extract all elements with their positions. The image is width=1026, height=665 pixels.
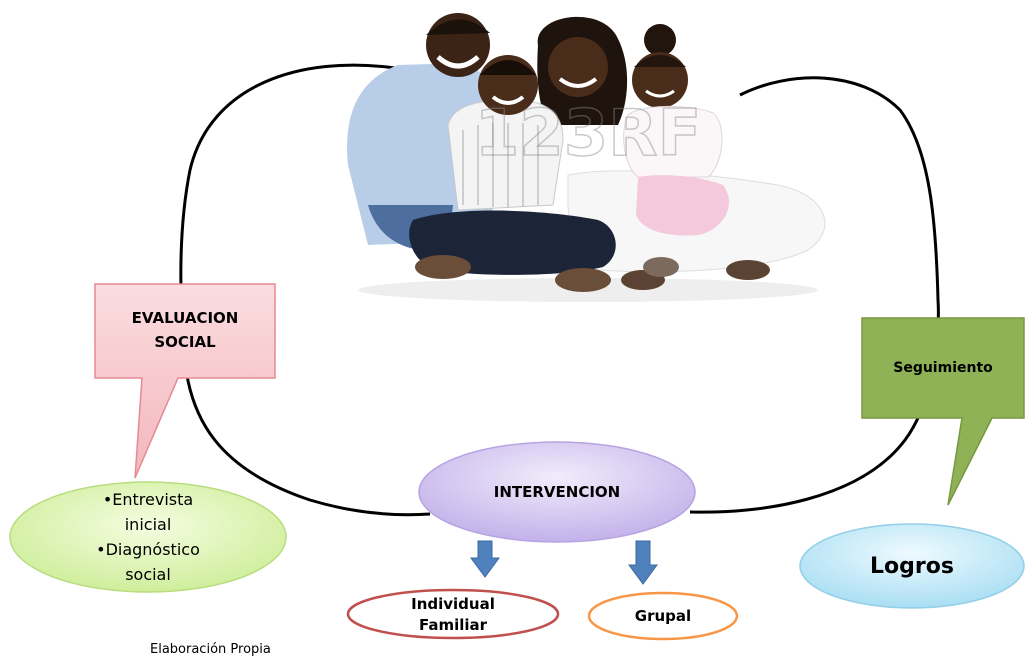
arrow-down-individual xyxy=(470,540,500,578)
intervencion-ellipse xyxy=(418,441,696,543)
seguimiento-text: Seguimiento xyxy=(893,360,993,376)
evaluacion-social-label: EVALUACION SOCIAL xyxy=(95,296,275,364)
familiar-text: Familiar xyxy=(418,616,488,634)
individual-familiar-label: Individual Familiar xyxy=(350,593,556,637)
entrevista-line2: inicial xyxy=(124,515,172,534)
grupal-text: Grupal xyxy=(634,607,692,625)
seguimiento-label: Seguimiento xyxy=(862,338,1024,398)
intervencion-text: INTERVENCION xyxy=(493,483,621,501)
individual-familiar-ellipse xyxy=(346,588,560,640)
evaluacion-items-ellipse xyxy=(9,481,287,593)
grupal-ellipse xyxy=(587,591,739,641)
evaluacion-line1: EVALUACION xyxy=(131,309,239,327)
boy-figure xyxy=(409,55,616,292)
seguimiento-callout-shape xyxy=(861,317,1025,506)
girl-figure xyxy=(623,24,729,277)
arrow-down-grupal xyxy=(628,540,658,585)
grupal-label: Grupal xyxy=(590,598,736,634)
logros-text: Logros xyxy=(870,553,954,579)
family-photo: 123RF xyxy=(338,5,838,305)
evaluacion-items-label: •Entrevista inicial •Diagnóstico social xyxy=(28,486,268,588)
intervencion-label: INTERVENCION xyxy=(420,472,694,512)
individual-text: Individual xyxy=(411,595,495,613)
evaluacion-callout-shape xyxy=(94,283,276,479)
logros-ellipse xyxy=(799,523,1025,609)
logros-label: Logros xyxy=(800,542,1024,590)
diagnostico-line1: •Diagnóstico xyxy=(96,540,200,559)
entrevista-line1: •Entrevista xyxy=(102,490,194,509)
evaluacion-line2: SOCIAL xyxy=(154,333,216,351)
photo-watermark: 123RF xyxy=(475,97,702,171)
footer-source: Elaboración Propia xyxy=(150,642,271,657)
diagnostico-line2: social xyxy=(125,565,171,584)
